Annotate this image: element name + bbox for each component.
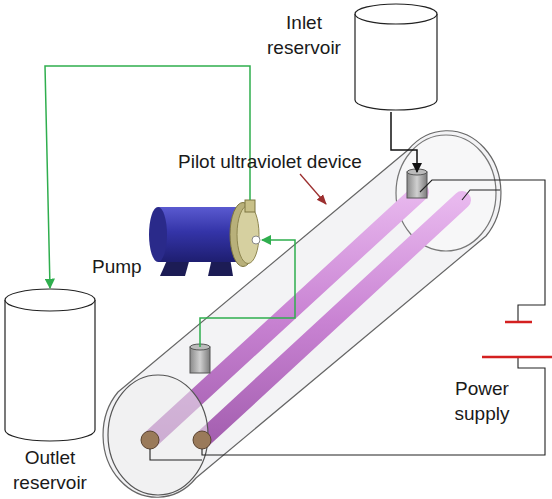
pump-node: Pump (150, 192, 265, 280)
pump-symbol (149, 200, 260, 276)
flow-connector (391, 112, 417, 172)
node-label: Outlet reservoir (0, 445, 100, 495)
flow-connector (200, 240, 295, 347)
outlet-reservoir-cylinder (5, 289, 95, 441)
inlet-reservoir-cylinder (355, 4, 437, 110)
flow-connector (45, 66, 250, 288)
uv-device-tube (103, 131, 501, 497)
battery-symbol (482, 322, 552, 357)
leader-arrow (300, 174, 326, 204)
power-supply-label: Power supply (432, 376, 532, 426)
node-label: Inlet reservoir (255, 10, 353, 60)
reservoir-node: Inlet reservoir (355, 4, 437, 112)
node-label: Pilot ultraviolet device (178, 149, 362, 174)
reservoir-node: Outlet reservoir (5, 288, 95, 443)
node-label: Pump (92, 254, 142, 279)
power-wires (150, 180, 545, 460)
uv-device-node: Pilot ultraviolet device (100, 145, 510, 497)
